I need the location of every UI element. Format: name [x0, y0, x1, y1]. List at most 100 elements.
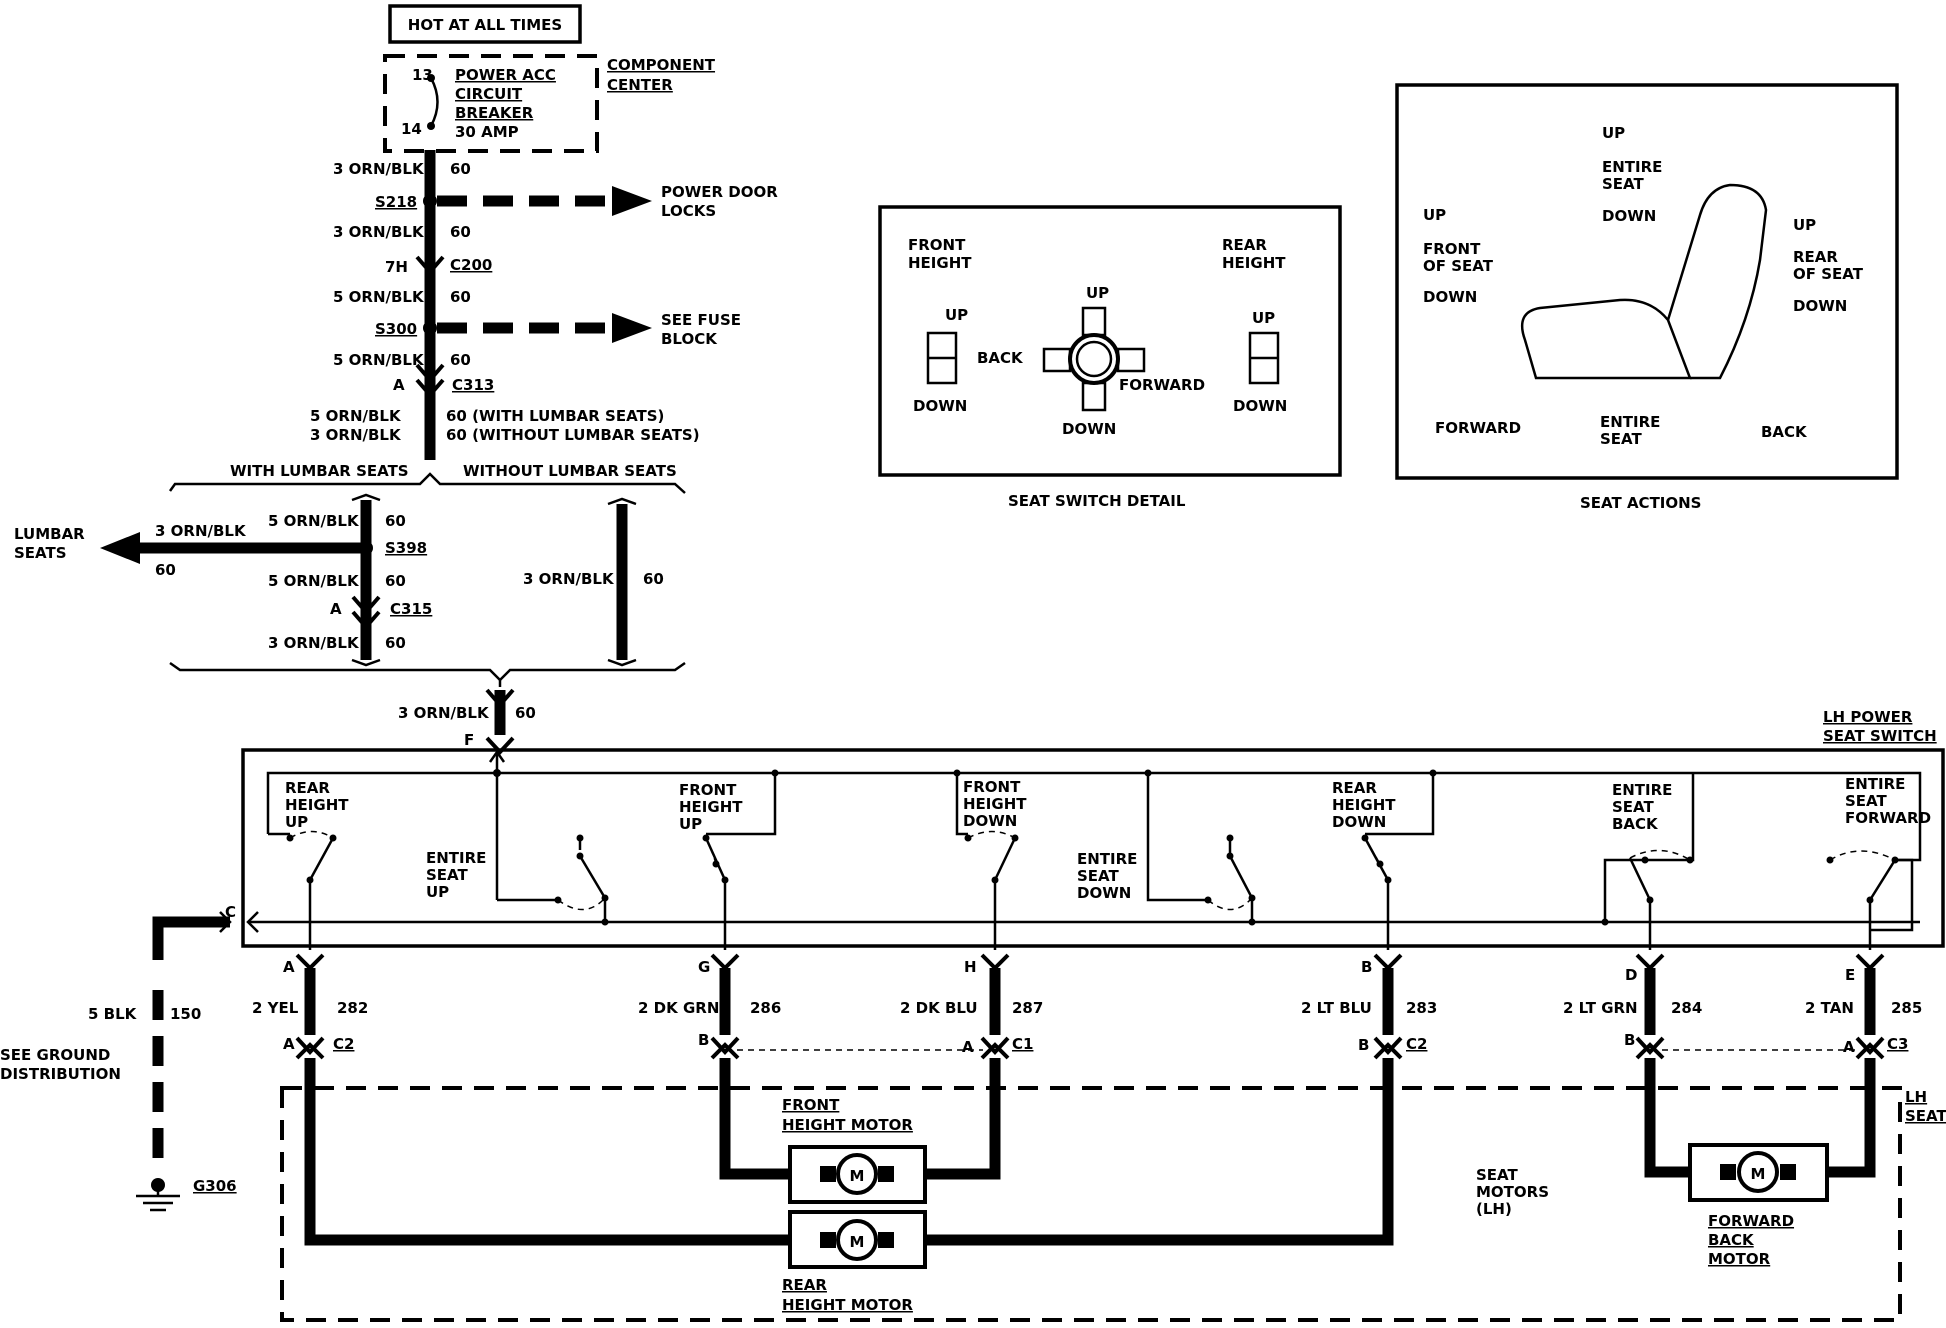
- svg-text:SEAT: SEAT: [1602, 175, 1644, 193]
- svg-text:UP: UP: [1086, 284, 1109, 302]
- svg-text:COMPONENT: COMPONENT: [607, 56, 716, 74]
- rear-height-motor-icon: M: [788, 1210, 927, 1269]
- svg-text:DOWN: DOWN: [1062, 420, 1116, 438]
- svg-text:HEIGHT: HEIGHT: [1332, 796, 1396, 814]
- svg-text:B: B: [1624, 1031, 1635, 1049]
- svg-text:ENTIRE: ENTIRE: [1600, 413, 1660, 431]
- lh-seat-motors: M M M: [280, 1058, 1902, 1322]
- ground-g306: G306: [193, 1177, 237, 1195]
- svg-text:M: M: [850, 1233, 865, 1251]
- connector-c200: C200: [450, 256, 492, 274]
- wire-label: 5 ORN/BLK: [268, 512, 360, 530]
- svg-text:A: A: [283, 1035, 295, 1053]
- output-287: [980, 953, 1010, 1060]
- output-284: [1635, 953, 1665, 1060]
- seat-motors-label: MOTORS: [1476, 1183, 1549, 1201]
- svg-text:DOWN: DOWN: [1233, 397, 1287, 415]
- svg-text:SEAT: SEAT: [1077, 867, 1119, 885]
- svg-text:HEIGHT: HEIGHT: [1222, 254, 1286, 272]
- see-ground-label: SEE GROUND: [0, 1046, 110, 1064]
- rear-height-motor-label: REAR: [782, 1276, 827, 1294]
- svg-text:HEIGHT: HEIGHT: [908, 254, 972, 272]
- svg-text:CENTER: CENTER: [607, 76, 673, 94]
- circuit-label: 60: [450, 351, 471, 369]
- splice-s398: S398: [385, 539, 427, 557]
- svg-text:FRONT: FRONT: [963, 778, 1021, 796]
- rear-height-motor-label: HEIGHT MOTOR: [782, 1296, 913, 1314]
- pin-label: 7H: [385, 258, 408, 276]
- component-center-breaker: 13 14 POWER ACC CIRCUIT BREAKER 30 AMP C…: [383, 54, 716, 153]
- svg-text:SEAT: SEAT: [1612, 798, 1654, 816]
- svg-text:HOT AT ALL TIMES: HOT AT ALL TIMES: [408, 16, 562, 34]
- svg-text:H: H: [964, 958, 977, 976]
- svg-text:D: D: [1625, 966, 1637, 984]
- wire-label: 3 ORN/BLK: [268, 634, 360, 652]
- svg-text:BLOCK: BLOCK: [661, 330, 718, 348]
- svg-text:C3: C3: [1887, 1035, 1908, 1053]
- svg-text:FORWARD: FORWARD: [1845, 809, 1931, 827]
- svg-text:DOWN: DOWN: [1602, 207, 1656, 225]
- seat-switch-detail: FRONT HEIGHT REAR HEIGHT UP DOWN UP BACK…: [878, 205, 1342, 477]
- svg-text:DOWN: DOWN: [1793, 297, 1847, 315]
- svg-text:14: 14: [401, 120, 422, 138]
- svg-text:POWER ACC: POWER ACC: [455, 66, 556, 84]
- svg-text:REAR: REAR: [1793, 248, 1838, 266]
- forward-back-motor-label: BACK: [1708, 1231, 1755, 1249]
- svg-text:283: 283: [1406, 999, 1437, 1017]
- switch-feed-wire: [485, 688, 515, 755]
- svg-text:A: A: [962, 1038, 974, 1056]
- forward-back-motor-label: FORWARD: [1708, 1212, 1794, 1230]
- circuit-label: 60: [450, 160, 471, 178]
- seat-motors-label: (LH): [1476, 1200, 1512, 1218]
- splice-s218: S218 POWER DOOR LOCKS: [375, 183, 778, 220]
- svg-text:UP: UP: [426, 883, 449, 901]
- connector-c315: C315: [390, 600, 432, 618]
- lumbar-seats-label: LUMBAR: [14, 525, 85, 543]
- svg-text:ENTIRE: ENTIRE: [1602, 158, 1662, 176]
- svg-text:BACK: BACK: [977, 349, 1024, 367]
- output-286: [710, 953, 740, 1060]
- connector-c313: C313: [452, 376, 494, 394]
- seat-icon: [1520, 298, 1692, 380]
- svg-text:SEAT: SEAT: [1600, 430, 1642, 448]
- svg-text:OF SEAT: OF SEAT: [1423, 257, 1494, 275]
- svg-text:HEIGHT: HEIGHT: [285, 796, 349, 814]
- svg-text:REAR: REAR: [1332, 779, 1377, 797]
- front-height-motor-label: HEIGHT MOTOR: [782, 1116, 913, 1134]
- lumbar-seats-label: SEATS: [14, 544, 67, 562]
- svg-text:C1: C1: [1012, 1035, 1033, 1053]
- svg-text:2 DK GRN: 2 DK GRN: [638, 999, 719, 1017]
- seat-actions: UP ENTIRE SEAT DOWN UP FRONT OF SEAT DOW…: [1395, 83, 1899, 480]
- svg-text:30 AMP: 30 AMP: [455, 123, 519, 141]
- lh-seat-label: LH: [1905, 1088, 1927, 1106]
- wire-label: 3 ORN/BLK: [523, 570, 615, 588]
- without-lumbar-branch: [607, 497, 637, 667]
- with-lumbar-label: WITH LUMBAR SEATS: [230, 462, 409, 480]
- svg-text:UP: UP: [679, 815, 702, 833]
- svg-text:SEAT: SEAT: [1845, 792, 1887, 810]
- svg-text:DOWN: DOWN: [963, 812, 1017, 830]
- svg-text:C2: C2: [1406, 1035, 1427, 1053]
- svg-text:ENTIRE: ENTIRE: [1077, 850, 1137, 868]
- circuit-label: 60: [385, 572, 406, 590]
- svg-text:SEAT: SEAT: [426, 866, 468, 884]
- svg-text:M: M: [1751, 1165, 1766, 1183]
- option-bracket: [168, 472, 686, 687]
- front-height-motor-icon: M: [788, 1145, 927, 1204]
- svg-text:BACK: BACK: [1761, 423, 1808, 441]
- svg-text:DOWN: DOWN: [1077, 884, 1131, 902]
- pin-label: A: [393, 376, 405, 394]
- svg-text:SEE FUSE: SEE FUSE: [661, 311, 741, 329]
- svg-text:2 LT BLU: 2 LT BLU: [1301, 999, 1372, 1017]
- svg-text:B: B: [1361, 958, 1372, 976]
- pin-label: A: [330, 600, 342, 618]
- forward-back-motor-icon: M: [1688, 1143, 1829, 1202]
- svg-text:BREAKER: BREAKER: [455, 104, 534, 122]
- svg-text:M: M: [850, 1167, 865, 1185]
- seat-switch-detail-caption: SEAT SWITCH DETAIL: [1008, 492, 1186, 510]
- circuit-label: 60 (WITHOUT LUMBAR SEATS): [446, 426, 700, 444]
- svg-text:UP: UP: [1252, 309, 1275, 327]
- svg-text:UP: UP: [1793, 216, 1816, 234]
- svg-text:REAR: REAR: [285, 779, 330, 797]
- output-connectors: [295, 953, 1885, 1060]
